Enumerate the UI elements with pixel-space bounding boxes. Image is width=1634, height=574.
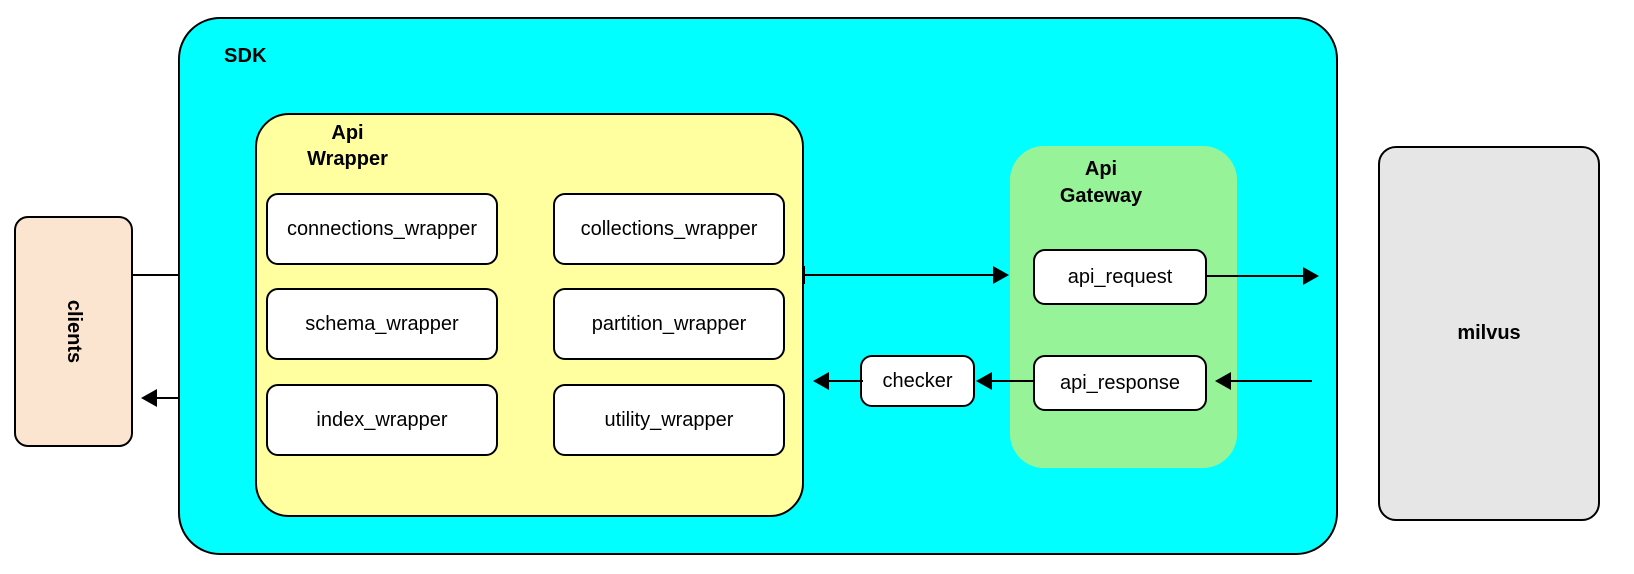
- node-api-request-label: api_request: [1067, 265, 1173, 288]
- container-api-wrapper-label: Api Wrapper: [265, 120, 430, 172]
- edge-api-wrapper-to-clients-arrowhead-icon: [141, 389, 157, 407]
- node-checker[interactable]: checker: [860, 355, 975, 407]
- node-api-response-label: api_response: [1059, 371, 1181, 394]
- container-api-gateway-label-line1: Api: [1084, 158, 1118, 180]
- node-api-request[interactable]: api_request: [1033, 249, 1207, 305]
- node-checker-label: checker: [882, 369, 953, 392]
- node-collections-wrapper[interactable]: collections_wrapper: [553, 193, 785, 265]
- container-api-gateway-label-line2: Gateway: [1059, 185, 1143, 207]
- node-collections-wrapper-label: collections_wrapper: [580, 217, 758, 240]
- node-api-response[interactable]: api_response: [1033, 355, 1207, 411]
- container-api-gateway: Api Gateway: [1010, 146, 1237, 468]
- container-sdk-label: SDK: [224, 45, 267, 67]
- edge-api-response-to-checker-arrowhead-icon: [976, 372, 992, 390]
- node-utility-wrapper[interactable]: utility_wrapper: [553, 384, 785, 456]
- node-milvus[interactable]: milvus: [1378, 146, 1600, 521]
- node-partition-wrapper-label: partition_wrapper: [591, 312, 747, 335]
- edge-api-request-to-milvus-line: [1207, 275, 1307, 277]
- edge-milvus-to-api-response-arrowhead-icon: [1215, 372, 1231, 390]
- edge-checker-to-api-wrapper-line: [819, 380, 863, 382]
- edge-api-request-to-milvus-arrowhead-icon: [1303, 267, 1319, 285]
- node-index-wrapper[interactable]: index_wrapper: [266, 384, 498, 456]
- edge-api-wrapper-to-api-gateway-line: [803, 274, 997, 276]
- node-connections-wrapper-label: connections_wrapper: [286, 217, 478, 240]
- node-schema-wrapper[interactable]: schema_wrapper: [266, 288, 498, 360]
- container-api-wrapper-label-line2: Wrapper: [307, 148, 388, 170]
- node-index-wrapper-label: index_wrapper: [316, 408, 448, 431]
- node-connections-wrapper[interactable]: connections_wrapper: [266, 193, 498, 265]
- node-schema-wrapper-label: schema_wrapper: [305, 312, 459, 335]
- edge-api-wrapper-to-api-gateway-arrowhead-icon: [993, 266, 1009, 284]
- node-clients[interactable]: clients: [14, 216, 133, 447]
- node-clients-label: clients: [62, 299, 85, 364]
- edge-api-response-to-checker-line: [982, 380, 1035, 382]
- edge-milvus-to-api-response-line: [1221, 380, 1312, 382]
- node-milvus-label: milvus: [1457, 322, 1521, 344]
- container-api-gateway-label: Api Gateway: [1016, 156, 1186, 210]
- container-api-wrapper-label-line1: Api: [331, 122, 364, 144]
- node-partition-wrapper[interactable]: partition_wrapper: [553, 288, 785, 360]
- node-utility-wrapper-label: utility_wrapper: [604, 408, 734, 431]
- edge-checker-to-api-wrapper-arrowhead-icon: [813, 372, 829, 390]
